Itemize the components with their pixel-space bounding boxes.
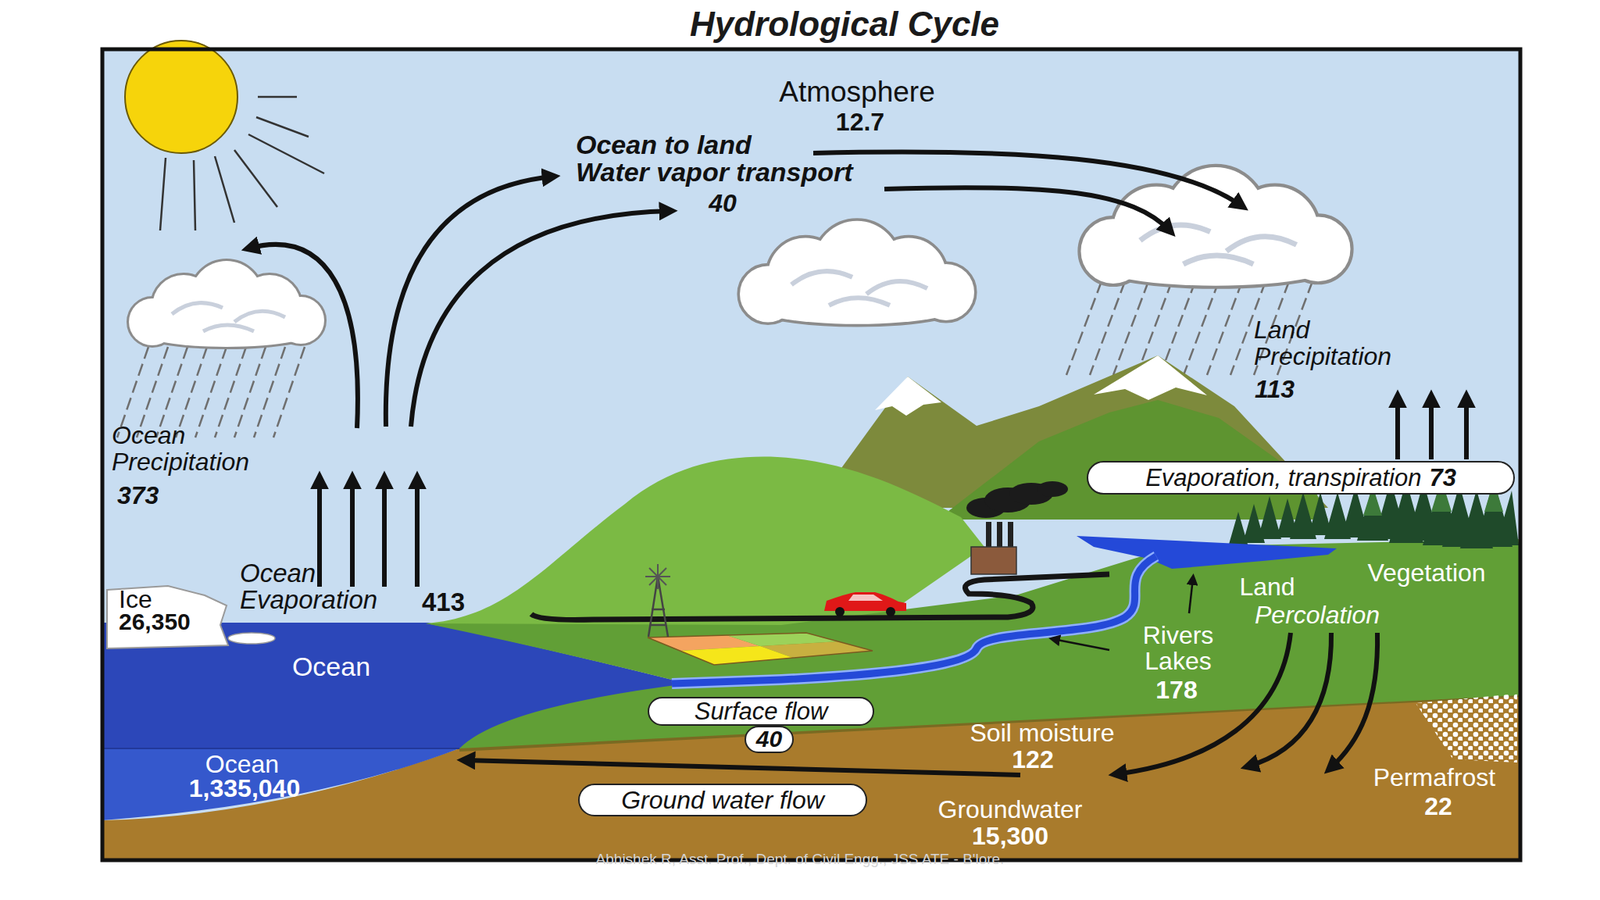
flow-arrow [414,478,420,587]
flow-arrow [1428,396,1434,460]
land [425,539,1521,749]
flow-arrow [350,478,355,587]
car [824,592,907,611]
box-text: Ground water flow [621,785,825,815]
frame [102,49,1521,861]
flow-arrow [1247,632,1332,767]
flux-box: Evaporation, transpiration73 [1086,460,1515,495]
cloud [1081,167,1351,286]
flux-label: Ocean to land [575,129,967,161]
river-lake [671,535,1337,684]
flux-number: 373 [117,481,211,511]
region-label: Atmosphere [739,75,975,110]
volume-number: 26,350 [118,608,236,636]
road [531,574,1110,620]
sun [125,40,325,231]
flux-box: Ground water flow [578,783,868,817]
sun [125,40,238,154]
field [647,632,873,665]
volume-number: 12.7 [782,107,939,137]
flow-arrow [248,244,358,429]
ice [228,632,275,644]
flow-arrow [1329,632,1378,769]
windmill [645,564,671,637]
volume-number: 22 [1399,792,1478,822]
factory [1036,481,1068,497]
factory [996,521,1003,547]
permafrost-dots [1415,693,1518,763]
factory [1007,521,1014,547]
region-label: Soil moisture [925,718,1160,748]
box-text: 40 [756,725,783,754]
factory [966,481,1068,575]
region-label: Ocean [253,651,410,683]
mountain [875,376,942,416]
flow-arrow [1395,396,1400,460]
flux-label: Ocean Evaporation [239,560,420,614]
river-lake [1076,535,1337,569]
flux-number: 113 [1254,375,1349,404]
diagram-title: Hydrological Cycle [532,4,1158,45]
flow-arrow [813,152,1243,207]
flux-label: Ocean Precipitation [111,421,308,475]
ocean [102,747,460,750]
flow-arrow [317,478,322,587]
volume-number: 178 [1137,675,1216,705]
flux-number: 413 [421,587,500,618]
windmill [645,564,671,590]
land [425,457,1521,749]
flux-label: Water vapor transport [575,157,967,188]
flux-number: 40 [683,189,762,218]
box-text: Evaporation, transpiration [1145,464,1422,493]
volume-number: 1,335,040 [127,774,362,804]
frame [102,49,1521,861]
flux-label: Percolation [1254,600,1427,630]
field [680,646,793,665]
factory [985,521,992,547]
sky [102,49,1521,861]
region-label: Land [1220,572,1315,602]
flux-number-box: 40 [744,725,794,754]
ocean [102,748,460,821]
cloud [128,260,325,347]
leader-line [1053,639,1110,650]
region-label: Groundwater [892,795,1128,825]
region-label: Vegetation [1348,558,1505,588]
flow-arrow [382,478,387,587]
flow-arrow [385,176,554,427]
watermark: Abhishek R, Asst. Prof., Dept. of Civil … [409,850,1191,868]
cloud [739,221,975,325]
leader-line [1189,578,1193,614]
flow-arrow [884,187,1171,232]
region-label: Rivers Lakes [1123,622,1233,675]
car [835,607,845,617]
volume-number: 15,300 [932,821,1089,851]
mountain [1093,355,1208,400]
car [824,592,907,617]
volume-number: 122 [993,745,1072,775]
flow-arrow [410,210,671,427]
car [848,594,883,601]
sky [102,49,1521,861]
sun [160,96,325,231]
flux-label: Land Precipitation [1253,316,1450,370]
box-text: Surface flow [694,697,829,726]
road [531,574,1110,620]
flux-box: Surface flow [647,696,875,726]
flow-arrow [464,760,1021,775]
car [885,607,896,617]
permafrost-dots [1415,693,1518,763]
flow-arrow [1464,396,1469,460]
region-label: Permafrost [1356,763,1513,793]
factory [971,546,1017,575]
box-text: 73 [1428,464,1456,493]
field [647,632,873,665]
